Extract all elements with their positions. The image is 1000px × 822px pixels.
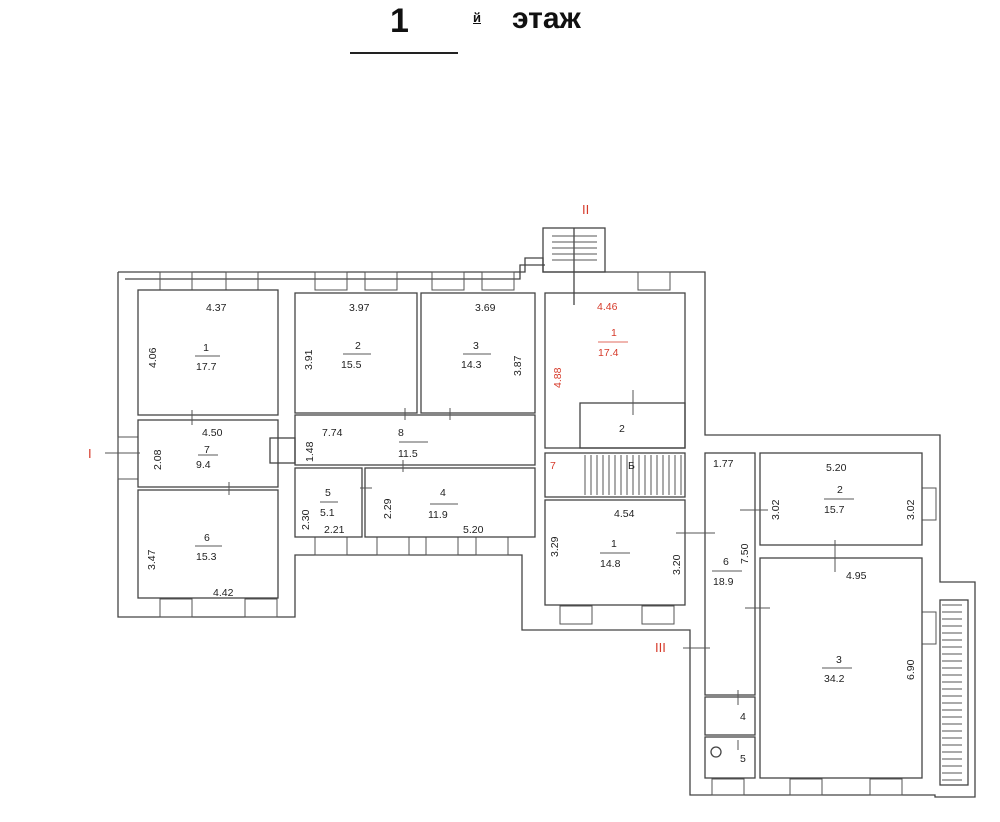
room-height: 3.91 (303, 349, 315, 370)
room-height: 2.30 (300, 509, 312, 530)
room-number: 6 (723, 556, 729, 568)
room-height: 1.48 (304, 441, 316, 462)
stair-label: Б (628, 460, 635, 472)
room-area: 5.1 (320, 507, 335, 519)
room-a7: 4.50 7 9.4 2.08 (152, 427, 223, 471)
room-number: 4 (440, 487, 446, 499)
room-height: 4.06 (147, 347, 159, 368)
room-width: 4.50 (202, 427, 223, 439)
room-width: 1.77 (713, 458, 734, 470)
room-height: 3.29 (549, 536, 561, 557)
room-area: 9.4 (196, 459, 211, 471)
room-area: 15.5 (341, 359, 362, 371)
room-number: 1 (611, 327, 617, 339)
room-number: 1 (611, 538, 617, 550)
room-width: 7.74 (322, 427, 343, 439)
floor-ordinal-suffix: й (473, 10, 481, 25)
section-mark-ii: II (582, 202, 589, 217)
room-area: 17.7 (196, 361, 217, 373)
room-number: 2 (837, 484, 843, 496)
room-width: 4.46 (597, 301, 618, 313)
room-height-right: 3.20 (671, 554, 683, 575)
floor-number: 1 (390, 2, 409, 40)
room-width: 4.37 (206, 302, 227, 314)
room-a5: 5 5.1 2.21 2.30 (300, 487, 345, 536)
room-c6: 1.77 6 18.9 7.50 (712, 458, 751, 588)
door-swings (105, 390, 836, 750)
room-area: 18.9 (713, 576, 734, 588)
floor-title: этаж (512, 2, 581, 35)
room-width: 5.20 (826, 462, 847, 474)
room-height: 4.88 (552, 367, 564, 388)
room-area: 14.3 (461, 359, 482, 371)
room-area: 34.2 (824, 673, 845, 685)
room-number: 3 (836, 654, 842, 666)
outer-walls (117, 227, 976, 798)
room-a8: 7.74 8 11.5 1.48 (304, 427, 428, 462)
stair-treads (552, 235, 962, 781)
room-height: 3.47 (146, 549, 158, 570)
room-width: 4.42 (213, 587, 234, 599)
section-mark-iii: III (655, 640, 666, 655)
room-number: 8 (398, 427, 404, 439)
section-mark-i: I (88, 446, 92, 461)
room-a1: 4.37 1 17.7 4.06 (147, 302, 227, 373)
room-a6: 6 15.3 4.42 3.47 (146, 532, 234, 599)
room-number: 2 (355, 340, 361, 352)
room-area: 15.7 (824, 504, 845, 516)
room-height: 3.87 (512, 355, 524, 376)
room-width: 5.20 (463, 524, 484, 536)
room-height: 2.29 (382, 498, 394, 519)
room-width: 2.21 (324, 524, 345, 536)
room-b7-number: 7 (550, 460, 556, 472)
room-b1: 4.46 1 17.4 4.88 (552, 301, 628, 388)
room-c2: 5.20 2 15.7 3.02 3.02 (770, 462, 917, 520)
room-area: 17.4 (598, 347, 619, 359)
room-height: 6.90 (905, 659, 917, 680)
room-area: 11.9 (428, 509, 448, 521)
room-c5-number: 5 (740, 753, 746, 765)
room-area: 14.8 (600, 558, 621, 570)
room-width: 4.95 (846, 570, 867, 582)
room-number: 6 (204, 532, 210, 544)
room-area: 15.3 (196, 551, 217, 563)
room-height-right: 3.02 (905, 499, 917, 520)
room-number: 3 (473, 340, 479, 352)
room-a4: 4 11.9 5.20 2.29 (382, 487, 484, 536)
room-b2-number: 2 (619, 423, 625, 435)
room-a3: 3.69 3 14.3 3.87 (461, 302, 524, 376)
room-walls (137, 289, 969, 786)
room-height: 3.02 (770, 499, 782, 520)
room-width: 3.97 (349, 302, 370, 314)
room-c4-number: 4 (740, 711, 746, 723)
room-width: 3.69 (475, 302, 496, 314)
room-height: 2.08 (152, 449, 164, 470)
room-c1: 4.54 1 14.8 3.29 3.20 (549, 508, 683, 575)
room-number: 1 (203, 342, 209, 354)
title-underline (350, 52, 458, 54)
room-a2: 3.97 2 15.5 3.91 (303, 302, 371, 371)
room-width: 4.54 (614, 508, 635, 520)
room-number: 7 (204, 444, 210, 456)
room-c3: 4.95 3 34.2 6.90 (822, 570, 917, 685)
windows (117, 271, 937, 796)
room-area: 11.5 (398, 448, 418, 460)
room-height: 7.50 (739, 543, 751, 564)
room-number: 5 (325, 487, 331, 499)
